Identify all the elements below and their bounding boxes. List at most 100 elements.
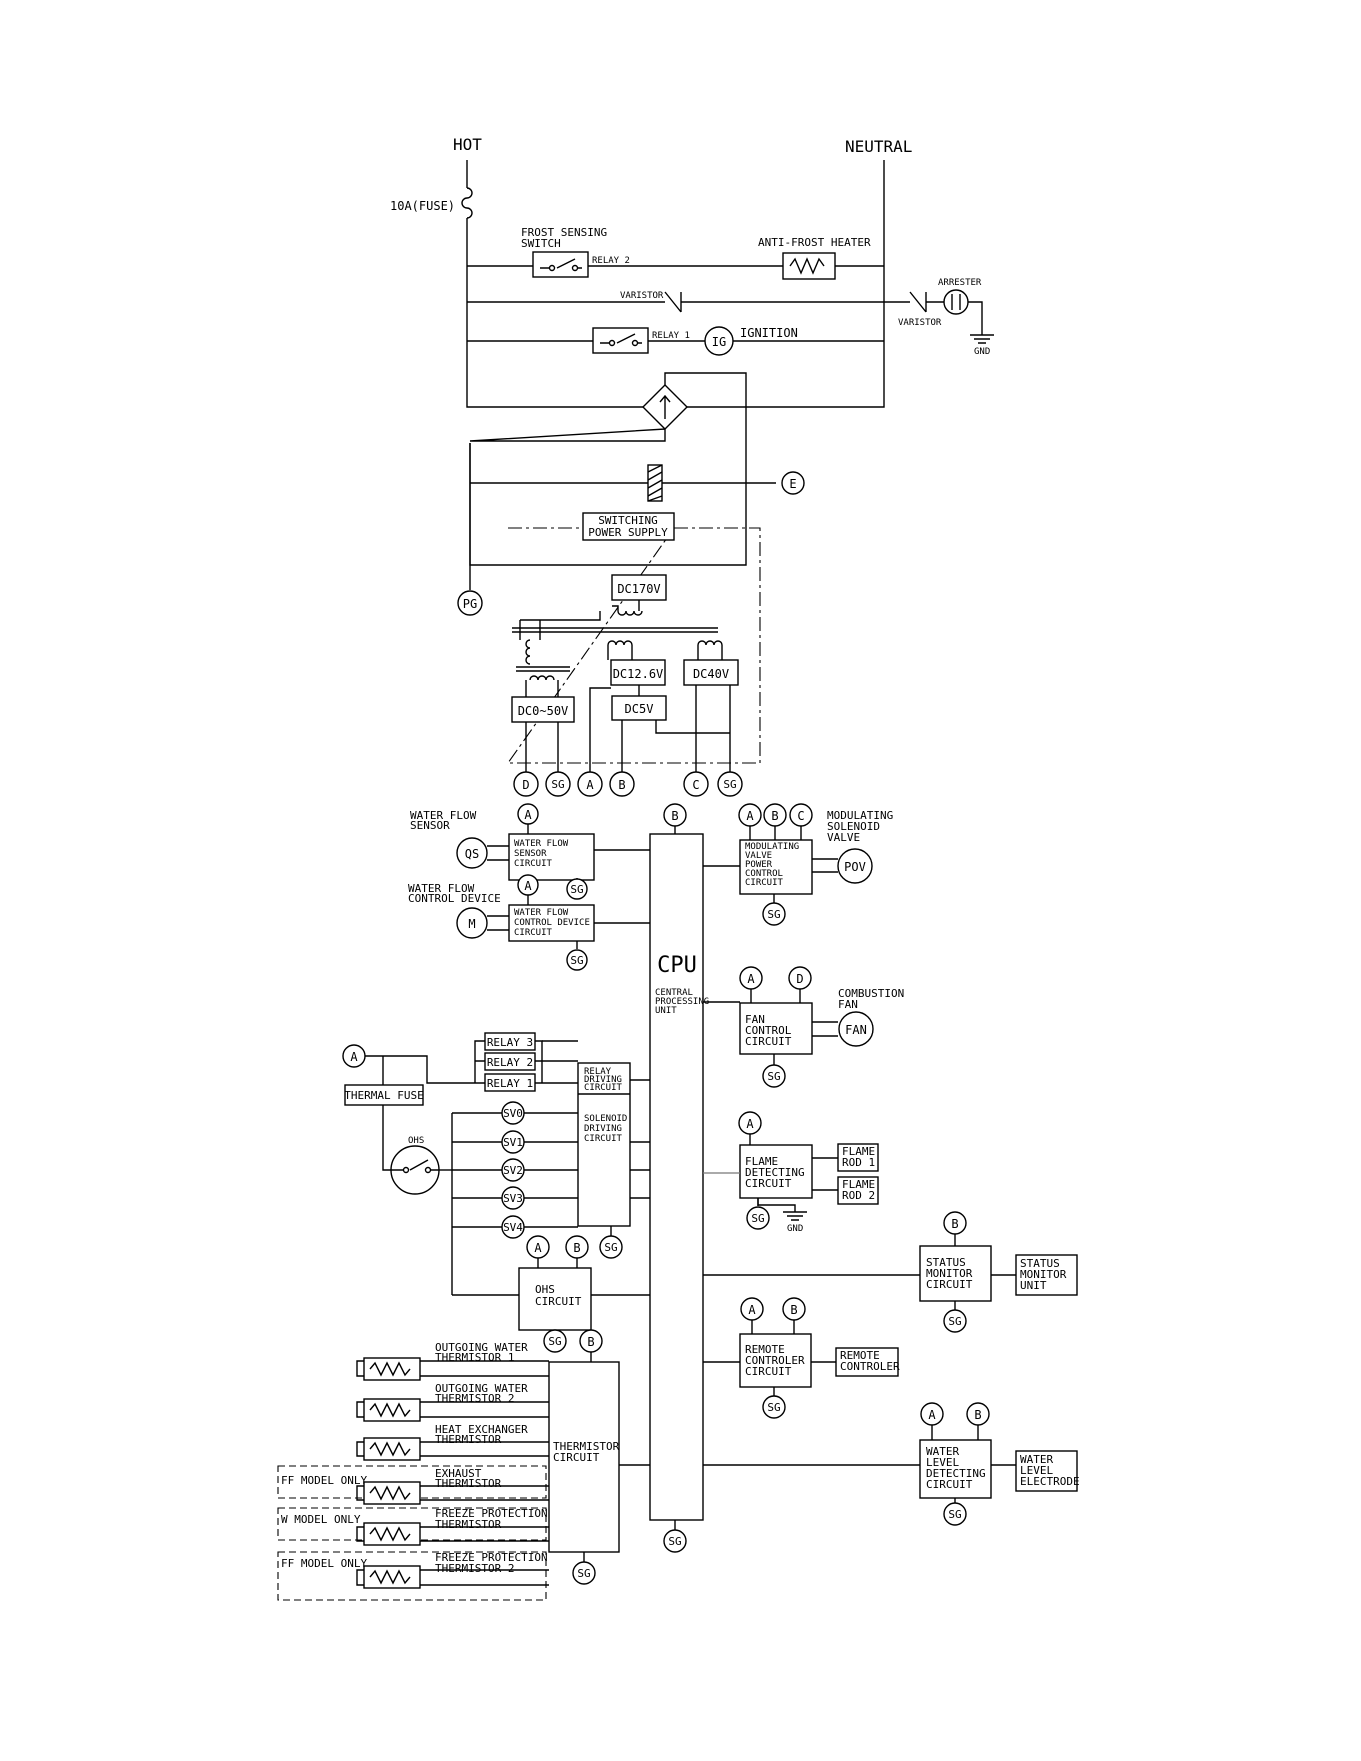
mv-circuit-1: MODULATING [745,842,799,852]
relay-solenoid-driving-circuit [577,1062,631,1227]
dc170v-box [611,574,667,601]
wl-node-sg [943,1502,967,1526]
solenoid-driving-2: DRIVING [584,1124,622,1134]
wl-node-sg-label: SG [948,1508,961,1521]
freeze-protection-thermistor: FREEZE PROTECTION THERMISTOR [356,1507,549,1546]
solenoid-driving-3: CIRCUIT [584,1134,623,1144]
varistor-symbol [664,291,682,313]
ohs-node-a-label: A [534,1241,542,1255]
wfs-circuit-2: SENSOR [514,849,547,859]
sv0-label: SV0 [503,1107,523,1120]
modulating-valve-circuit [739,839,813,895]
t6-label-2: THERMISTOR 2 [435,1562,514,1575]
cpu-node-b-label: B [671,809,678,823]
dc170v-label: DC170V [617,582,660,596]
t1-label-2: THERMISTOR 1 [435,1351,514,1364]
e-label: E [789,477,796,491]
flame-rod-2 [837,1176,879,1205]
sps-label-1: SWITCHING [598,514,658,527]
frost-switch-label-1: FROST SENSING [521,226,607,239]
water-level-electrode [1015,1450,1078,1492]
power-section: HOT NEUTRAL 10A(FUSE) FROST SENSING SWIT… [390,135,994,797]
varistor-label: VARISTOR [620,291,664,301]
outgoing-water-thermistor-2: OUTGOING WATER THERMISTOR 2 [356,1382,549,1422]
wfs-node-sg-label: SG [570,883,583,896]
ohs-label: OHS [408,1136,424,1146]
varistor-2-label: VARISTOR [898,318,942,328]
fan-control-circuit [739,1002,813,1055]
terminal-c-label: C [692,778,699,792]
cpu-node-sg [663,1529,687,1553]
water-flow-sensor-circuit [508,833,595,881]
ohs-circuit-1: OHS [535,1283,555,1296]
sv3-label: SV3 [503,1192,523,1205]
combustion-fan-label-1: COMBUSTION [838,987,904,1000]
cpu-box [649,833,704,1521]
qs-sensor [456,837,488,869]
remote-node-sg [762,1395,786,1419]
left-section: WATER FLOW SENSOR QS A WATER FLOW SENSOR… [277,803,650,1601]
t4-label-2: THERMISTOR [435,1477,502,1490]
remote-controller-circuit [739,1333,812,1388]
cpu-node-sg-label: SG [668,1535,681,1548]
therm-node-sg [572,1561,596,1585]
therm-node-sg-label: SG [577,1567,590,1580]
remote-circuit-2: CONTROLER [745,1354,805,1367]
relay-1-label: RELAY 1 [487,1077,533,1090]
remote-node-a-label: A [748,1303,756,1317]
water-flow-control-label-2: CONTROL DEVICE [408,892,501,905]
pov-valve [837,848,873,884]
ohs-node-sg [543,1329,567,1353]
wfs-circuit-3: CIRCUIT [514,859,553,869]
cpu-sub-3: UNIT [655,1006,677,1016]
mv-circuit-4: CONTROL [745,869,783,879]
frost-switch-label-2: SWITCH [521,237,561,250]
mv-circuit-3: POWER [745,860,773,870]
flame-rod-2-label-1: FLAME [842,1178,875,1191]
heat-exchanger-thermistor: HEAT EXCHANGER THERMISTOR [356,1423,549,1461]
sv1-label: SV1 [503,1136,523,1149]
dc40v-label: DC40V [693,667,729,681]
pov-label: POV [844,860,866,874]
flame-rod-1-label-2: ROD 1 [842,1156,875,1169]
status-node-b-label: B [951,1217,958,1231]
ohs-circuit-2: CIRCUIT [535,1295,582,1308]
switching-power-supply-boundary [506,527,761,764]
fan-node-sg-label: SG [767,1070,780,1083]
remote-circuit-3: CIRCUIT [745,1365,792,1378]
ohs-node-sg-label: SG [548,1335,561,1348]
water-flow-control-circuit [508,904,595,942]
fan-circuit-1: FAN [745,1013,765,1026]
water-flow-control-label-1: WATER FLOW [408,882,475,895]
m-label: M [468,917,475,931]
w-model-only: W MODEL ONLY [281,1513,361,1526]
fan-circuit-3: CIRCUIT [745,1035,792,1048]
ohs-node-b-label: B [573,1241,580,1255]
driving-node-sg-label: SG [604,1241,617,1254]
arrester-symbol [943,289,969,315]
mv-node-c-label: C [797,809,804,823]
thermal-fuse [344,1084,424,1106]
t2-label-1: OUTGOING WATER [435,1382,528,1395]
remote-unit-1: REMOTE [840,1349,880,1362]
mv-node-a-label: A [746,809,754,823]
terminal-sg-label: SG [551,778,564,791]
mv-node-b-label: B [771,809,778,823]
flame-circuit-2: DETECTING [745,1166,805,1179]
t1-label-1: OUTGOING WATER [435,1341,528,1354]
right-section: A B C MODULATING SOLENOID VALVE MODULATI… [703,803,1080,1526]
status-node-sg [943,1309,967,1333]
relay-2-label: RELAY 2 [487,1056,533,1069]
t3-label-2: THERMISTOR [435,1433,502,1446]
relay-driving-2: DRIVING [584,1075,622,1085]
combustion-fan [838,1011,874,1047]
terminal-b [609,771,635,797]
water-flow-sensor-label-1: WATER FLOW [410,809,477,822]
switching-power-supply-box [582,512,675,541]
status-node-sg-label: SG [948,1315,961,1328]
wl-electrode-1: WATER [1020,1453,1053,1466]
dc40v-box [683,659,739,686]
wl-circuit-3: DETECTING [926,1467,986,1480]
dc5v-label: DC5V [625,702,654,716]
